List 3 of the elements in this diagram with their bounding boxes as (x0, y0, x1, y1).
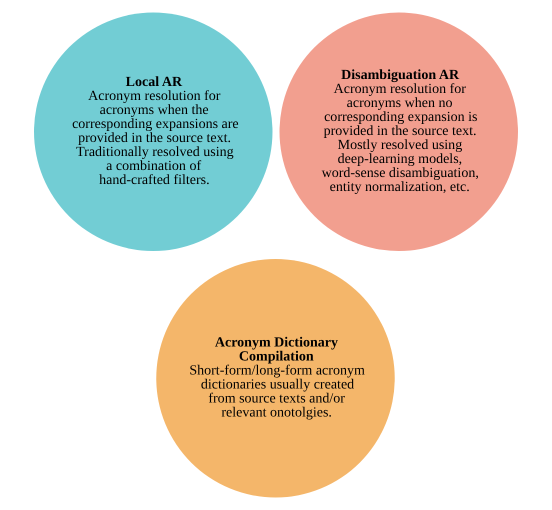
node-circle: Local AR Acronym resolution for acronyms when the corresponding expansions are provided in the source text. Traditionally resolved using a combination of hand-crafted filters. (34, 12, 272, 251)
node-circle: Disambiguation AR Acronym resolution for acronyms when no corresponding expansion is provided in the source text. Mostly resolved using deep-learning models, word-sense disambiguation, entity normalization, etc. (280, 12, 518, 251)
node-circle: Acronym Dictionary Compilation Short-form/long-form acronym dictionaries usually created from source texts and/or relevant onotolgies. (156, 259, 395, 498)
